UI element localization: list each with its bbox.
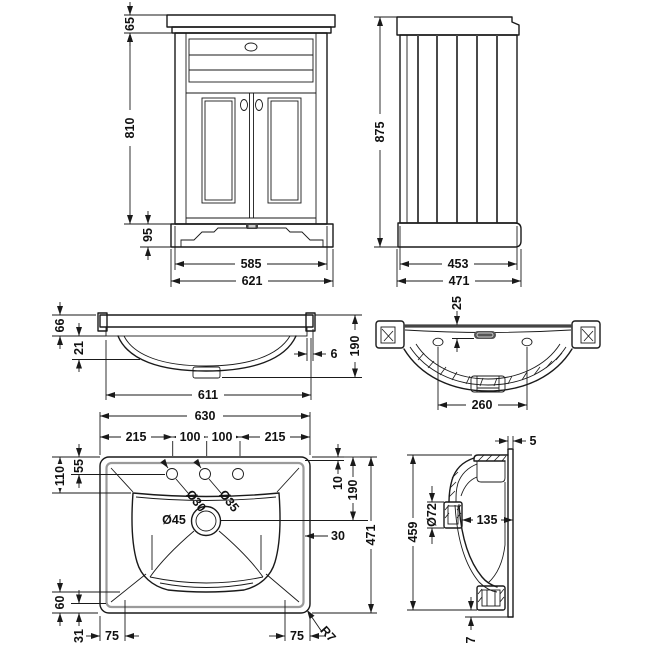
dim-label-621: 621 [242,274,263,288]
dim-label-95: 95 [141,228,155,242]
fixing-hole-right [521,337,533,347]
dim-label-875: 875 [373,122,387,143]
basin-section-view: 5 459 Ø72 135 7 [406,434,537,643]
dim-label-60: 60 [53,596,67,610]
side-countertop [396,16,520,36]
section-back-wall [507,448,514,618]
dim-label-471-depth: 471 [449,274,470,288]
cabinet-front-view: 65 810 95 585 621 [123,2,336,288]
side-slats [417,35,498,223]
plan-bowl [131,492,281,593]
waste-fitting [192,366,221,379]
dim-label-75-right: 75 [290,629,304,643]
basin-underside-view: 25 260 [375,296,601,412]
dim-label-611: 611 [198,388,218,402]
section-overflow-duct [448,457,478,503]
bowl-underside-outer [403,348,573,392]
waste-hole-outer [190,505,222,537]
tap-hole-right [232,468,244,480]
dim-label-25: 25 [450,296,464,310]
basin-underside-dimensions: 25 260 [437,296,528,412]
dim-label-6: 6 [331,347,338,361]
side-plinth [397,222,522,248]
cabinet-side-dimensions: 875 453 471 [373,16,522,288]
right-door-handle [255,99,263,111]
cabinet-body [174,32,328,225]
drawer [188,38,314,83]
basin-front-view: 66 21 611 6 190 [52,302,362,402]
tap-hole-centre [199,468,211,480]
dim-label-215-right: 215 [265,430,286,444]
section-top-rim [473,454,509,483]
left-door-handle [240,99,248,111]
dim-label-7: 7 [464,636,478,643]
section-overflow-boss [443,501,463,529]
fixing-hole-left [432,337,444,347]
left-door [201,93,250,218]
plan-inner-rim [105,461,305,609]
dim-label-135: 135 [477,513,498,527]
cabinet-front-dimensions: 65 810 95 585 621 [123,2,334,288]
dim-label-d72: Ø72 [425,503,439,527]
basin-section-dimensions: 5 459 Ø72 135 7 [406,434,537,643]
dim-label-100-right: 100 [212,430,233,444]
dim-label-31: 31 [72,629,86,643]
dim-label-10: 10 [331,476,345,490]
drawer-knob [244,42,258,52]
basin-plan-view: 630 215 100 100 215 Ø30 Ø35 Ø45 [52,409,378,645]
dim-label-630: 630 [195,409,216,423]
dim-label-453: 453 [448,257,469,271]
dim-label-75-left: 75 [105,629,119,643]
bowl-inner [123,335,291,367]
dim-label-r7: R7 [317,623,338,644]
dim-label-d45: Ø45 [162,513,186,527]
tap-hole-left [166,468,178,480]
basin-plan-dimensions: 630 215 100 100 215 Ø30 Ø35 Ø45 [52,409,378,645]
waste-hole-inner [195,510,217,532]
dim-label-55: 55 [72,459,86,473]
dim-label-260: 260 [472,398,493,412]
basin-rim [105,326,308,337]
basin-slab [99,314,314,328]
dim-label-459: 459 [406,522,420,543]
basin-front-dimensions: 66 21 611 6 190 [52,302,362,402]
dim-label-21: 21 [72,341,86,355]
dim-label-5: 5 [530,434,537,448]
dim-label-190-height: 190 [348,336,362,357]
countertop [166,14,336,34]
dim-label-110: 110 [53,466,67,486]
dim-label-30: 30 [331,529,345,543]
dim-label-66: 66 [53,319,67,333]
left-fixing-lug [375,320,405,349]
dim-label-585: 585 [241,257,262,271]
waste-boss [470,375,506,393]
dim-label-190-waste: 190 [346,480,360,501]
dim-label-810: 810 [123,118,137,139]
dim-label-215-left: 215 [126,430,147,444]
dim-label-100-left: 100 [180,430,201,444]
cabinet-side-view: 875 453 471 [373,16,522,288]
right-fixing-lug [571,320,601,349]
right-door [253,93,302,218]
section-bowl-profile [454,482,506,593]
section-waste-outlet [476,585,506,611]
dim-label-65: 65 [123,17,137,31]
bowl-hatch-band [417,352,563,387]
plinth [170,223,334,248]
dim-label-471-plan: 471 [364,525,378,546]
